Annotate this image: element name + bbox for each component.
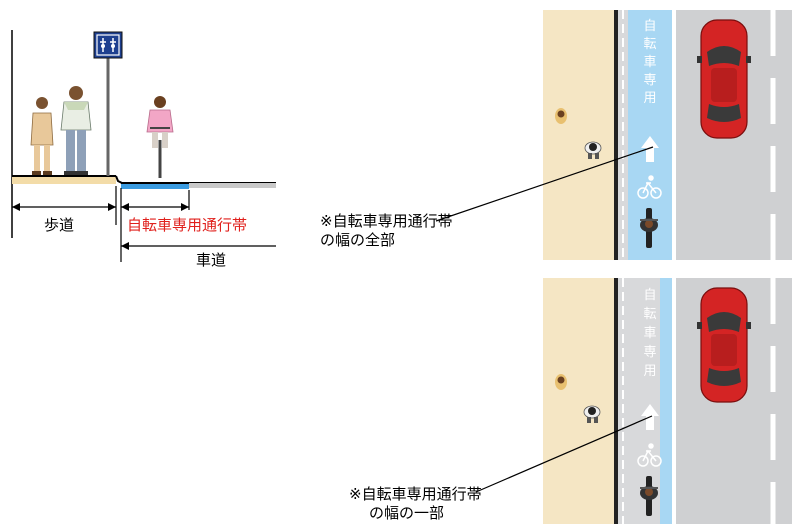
top-leader-line <box>435 146 654 222</box>
bottom-car-icon <box>697 287 751 403</box>
bottom-pedestrian-2-icon <box>583 405 601 423</box>
cross-section-diagram <box>11 30 276 262</box>
bottom-lane-char-4: 専 <box>643 345 657 360</box>
bottom-bicycle-marking-icon <box>637 443 662 467</box>
bottom-note-line1: ※自転車専用通行帯 <box>349 485 482 503</box>
bottom-note: ※自転車専用通行帯 の幅の一部 <box>349 485 482 523</box>
pedestrian-man-icon <box>60 86 92 175</box>
top-note-line2: の幅の全部 <box>320 231 396 249</box>
bottom-bike-lane-partial <box>660 278 672 524</box>
bottom-leader-line <box>475 415 653 493</box>
sidewalk-label: 歩道 <box>44 216 75 234</box>
bottom-plan-view <box>543 278 792 524</box>
top-lane-char-4: 専 <box>643 73 657 88</box>
roadway-label: 車道 <box>196 251 227 269</box>
bottom-cyclist-icon <box>640 476 658 516</box>
bottom-lane-marking-text: 自 転 車 専 用 <box>641 286 659 381</box>
bottom-sidewalk <box>543 278 615 524</box>
pedestrian-woman-icon <box>30 97 54 175</box>
top-cyclist-icon <box>640 208 658 248</box>
top-lane-char-5: 用 <box>643 91 657 106</box>
cyclist-icon <box>146 96 174 178</box>
bottom-lane-char-3: 車 <box>643 326 657 341</box>
top-note: ※自転車専用通行帯 の幅の全部 <box>320 212 453 250</box>
bike-lane-strip <box>121 183 189 189</box>
sidewalk-slab <box>12 176 116 184</box>
top-sidewalk <box>543 10 615 260</box>
roadway-strip <box>189 183 276 188</box>
top-pedestrian-icon <box>555 108 567 124</box>
bottom-lane-char-1: 自 <box>643 288 657 303</box>
top-note-line1: ※自転車専用通行帯 <box>320 212 453 230</box>
top-lane-char-1: 自 <box>643 19 657 34</box>
bike-lane-sign-icon <box>93 31 123 59</box>
top-arrow-icon <box>641 136 659 162</box>
top-lane-marking-text: 自 転 車 専 用 <box>641 18 659 108</box>
top-lane-char-2: 転 <box>643 37 657 52</box>
bike-lane-label: 自転車専用通行帯 <box>127 216 248 234</box>
top-plan-view <box>543 10 792 260</box>
bottom-note-line2: の幅の一部 <box>369 504 445 522</box>
bottom-lane-char-5: 用 <box>643 364 657 379</box>
top-lane-char-3: 車 <box>643 55 657 70</box>
top-bicycle-marking-icon <box>637 175 662 199</box>
bottom-lane-char-2: 転 <box>643 307 657 322</box>
top-car-icon <box>697 19 751 139</box>
bottom-pedestrian-icon <box>555 374 567 390</box>
top-pedestrian-2-icon <box>584 141 602 159</box>
